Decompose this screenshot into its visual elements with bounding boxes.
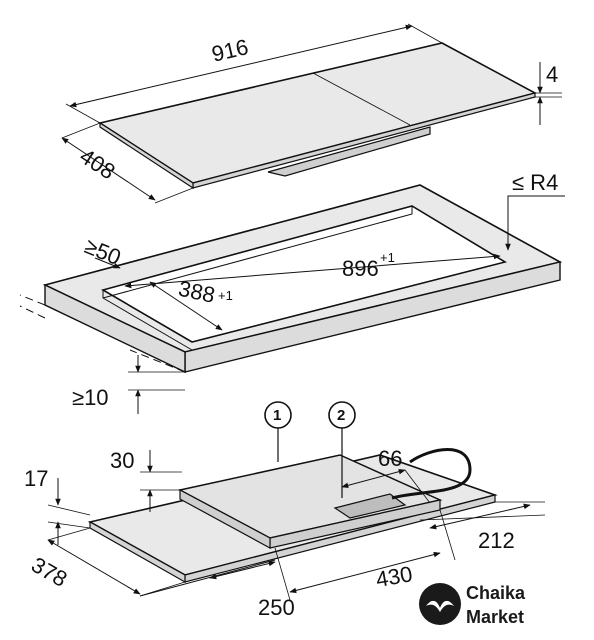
dimension-glass-height: 17 — [24, 466, 91, 545]
dimension-top-thickness: 4 — [535, 62, 562, 125]
dimension-offset-front: 250 — [139, 547, 295, 620]
callout-1: 1 — [264, 401, 292, 462]
callout-1-number: 1 — [273, 407, 281, 424]
offset-front-label: 250 — [258, 595, 295, 620]
cutout-depth-tolerance: +1 — [218, 288, 233, 303]
margin-front-label: ≥10 — [72, 385, 109, 410]
cutout-length-tolerance: +1 — [380, 250, 395, 265]
countertop-cutout — [19, 184, 563, 374]
dimension-cutout-length: 896 +1 — [124, 250, 501, 289]
watermark-line-1: Chaika — [466, 583, 526, 603]
dimension-housing-height: 30 — [110, 448, 182, 512]
top-thickness-label: 4 — [546, 62, 558, 87]
dimension-margin-side: ≥50 — [81, 233, 124, 270]
hob-installed-view — [87, 448, 498, 584]
power-cable — [391, 448, 472, 500]
housing-length-label: 430 — [374, 561, 415, 592]
corner-radius-label: ≤ R4 — [512, 170, 558, 195]
dimension-margin-front: ≥10 — [72, 355, 185, 414]
watermark-logo: Chaika Market — [418, 578, 588, 636]
dimension-cutout-depth: 388 +1 — [149, 276, 233, 331]
callout-2-number: 2 — [337, 407, 345, 424]
base-depth-label: 378 — [27, 552, 71, 592]
hob-underbody — [267, 126, 431, 177]
housing-height-label: 30 — [110, 448, 134, 473]
cable-offset-label: 66 — [378, 446, 402, 471]
watermark-line-2: Market — [466, 607, 525, 627]
watermark-text: Chaika Market — [466, 581, 525, 629]
top-length-label: 916 — [209, 34, 250, 67]
dimension-offset-side: 212 — [419, 501, 546, 553]
offset-side-label: 212 — [478, 528, 515, 553]
connection-box — [333, 493, 407, 519]
seagull-icon — [419, 583, 461, 625]
glass-height-label: 17 — [24, 466, 48, 491]
margin-side-label: ≥50 — [81, 233, 124, 270]
hob-top-view — [97, 42, 538, 190]
cutout-length-label: 896 — [342, 256, 379, 281]
top-depth-label: 408 — [75, 143, 119, 184]
dimension-corner-radius: ≤ R4 — [505, 170, 565, 251]
dimension-cable-offset: 66 — [341, 446, 431, 504]
